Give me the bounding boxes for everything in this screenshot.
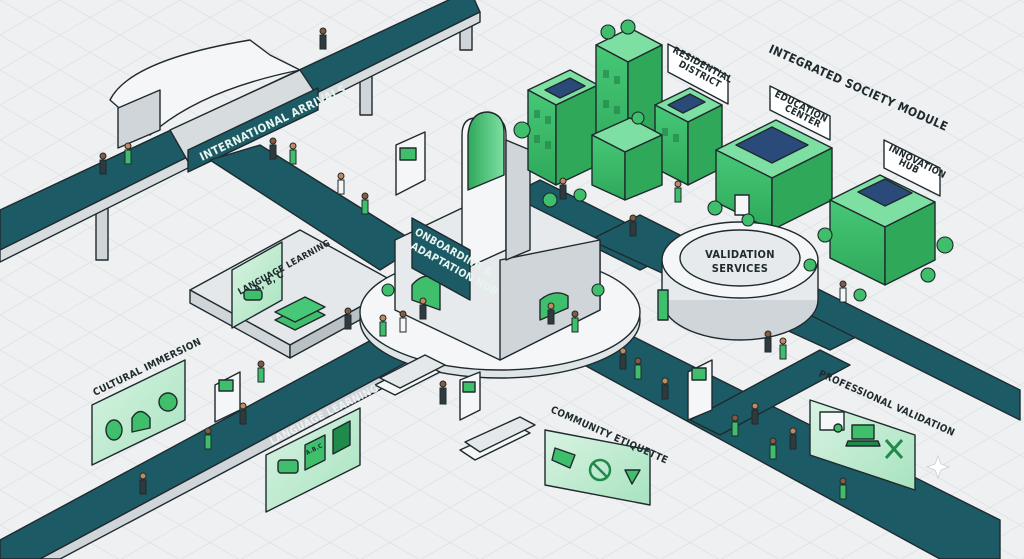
viking-helmet-icon [131,410,151,433]
solar-panel-icon [857,178,913,207]
book-icon: A.B.C [304,434,326,471]
onboarding-hub: ONBOARDING & ADAPTATION HUB [359,111,641,379]
hub-spire [467,111,505,191]
validation-services: VALIDATION SERVICES [657,221,819,341]
stairs [374,354,536,461]
education-center: EDUCATION CENTER [715,85,833,231]
residential-district: RESIDENTIAL DISTRICT [527,27,734,201]
theater-masks-icon [105,419,123,441]
sparkle-icon [925,454,951,480]
kiosk-icon[interactable] [459,371,481,421]
globe-icon [158,392,178,412]
innovation-hub: INNOVATION HUB [829,139,948,286]
laptop-icon [845,424,881,447]
speech-bubbles-icon [277,459,299,474]
solar-panel-icon [544,77,706,114]
kiosk-icon[interactable] [395,131,426,196]
trees [381,19,954,302]
recycle-icon [624,469,641,485]
book-icon [332,420,351,455]
certificate-icon [819,411,845,433]
book-stack-icon [274,296,326,331]
people [99,27,847,500]
tools-icon [884,439,904,459]
validation-label-line2: SERVICES [712,262,768,275]
kiosk-icon[interactable] [687,359,713,421]
solar-panel-icon [735,126,809,164]
no-littering-icon [588,458,612,482]
speech-bubble-icon [243,289,263,301]
validation-label-line1: VALIDATION [705,248,775,261]
handshake-icon [551,447,576,469]
